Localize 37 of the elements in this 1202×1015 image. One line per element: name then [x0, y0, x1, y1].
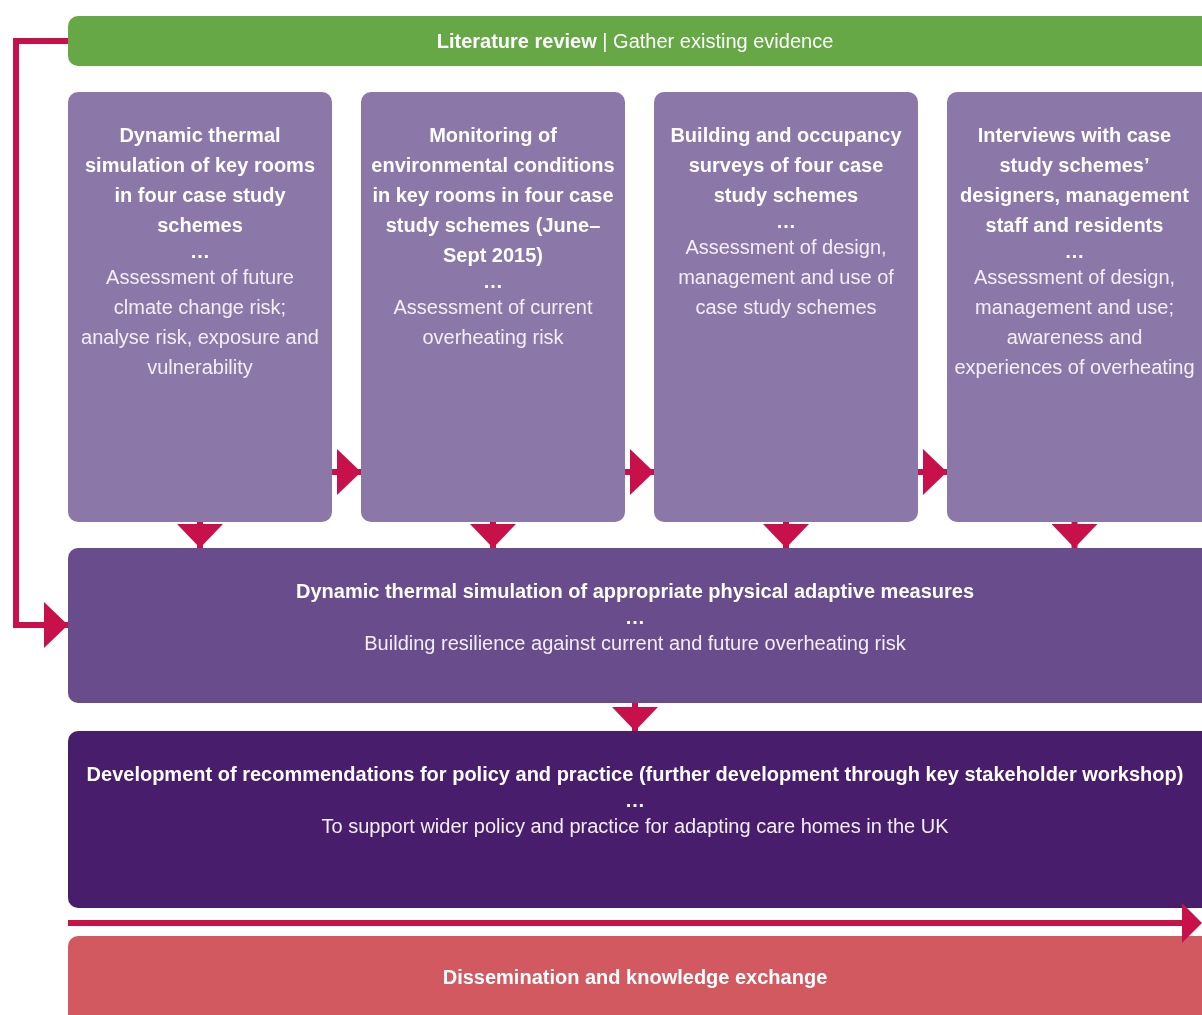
ellipsis: … [625, 606, 645, 628]
arrow [13, 38, 68, 648]
box-heading: Monitoring of environmental conditions in key rooms in four case study schemes (June–Sept 2015) [371, 123, 615, 268]
process-box [68, 936, 1202, 1015]
ellipsis: … [190, 240, 210, 262]
box-description: Assessment of future clmate change risk; analyse risk, exposure and vulnerability [80, 265, 320, 380]
arrow [470, 522, 516, 548]
box-title: Dissemination and knowledge exchange [442, 965, 828, 990]
box-description: Assessment of design, management and use; awareness and experiences of overheating [953, 265, 1196, 380]
process-box [654, 92, 918, 522]
box-description: Assessment of design, management and use of case study schemes [677, 235, 895, 320]
arrow [625, 449, 654, 495]
box-heading: Building and occupancy surveys of four case study schemes [669, 123, 903, 208]
process-box [68, 92, 332, 522]
bar-title: Literature review | Gather existing evidence [436, 29, 834, 54]
box-description: Assessment of current overheating risk [392, 295, 594, 350]
box-description: To support wider policy and practice for adapting care homes in the UK [321, 814, 949, 839]
box-heading: Dynamic thermal simulation of key rooms in four case study schemes [83, 123, 317, 238]
ellipsis: … [483, 270, 503, 292]
ellipsis: … [1064, 240, 1085, 262]
process-box [361, 92, 625, 522]
arrow [177, 522, 223, 548]
box-heading: Development of recommendations for policy and practice (further development through key stakeholder workshop) [86, 762, 1184, 787]
arrow [763, 522, 809, 548]
ellipsis: … [776, 210, 796, 232]
header-bar [68, 16, 1202, 66]
ellipsis: … [625, 789, 645, 811]
process-box [947, 92, 1202, 522]
process-box [68, 548, 1202, 703]
process-box [68, 731, 1202, 908]
box-heading: Dynamic thermal simulation of appropriate physical adaptive measures [296, 579, 974, 604]
box-heading: Interviews with case study schemes’ designers, management staff and residents [959, 123, 1190, 238]
arrow [612, 703, 658, 731]
arrow [332, 449, 361, 495]
arrow [1051, 522, 1098, 548]
arrow [918, 449, 947, 495]
box-description: Building resilience against current and future overheating risk [364, 631, 906, 656]
